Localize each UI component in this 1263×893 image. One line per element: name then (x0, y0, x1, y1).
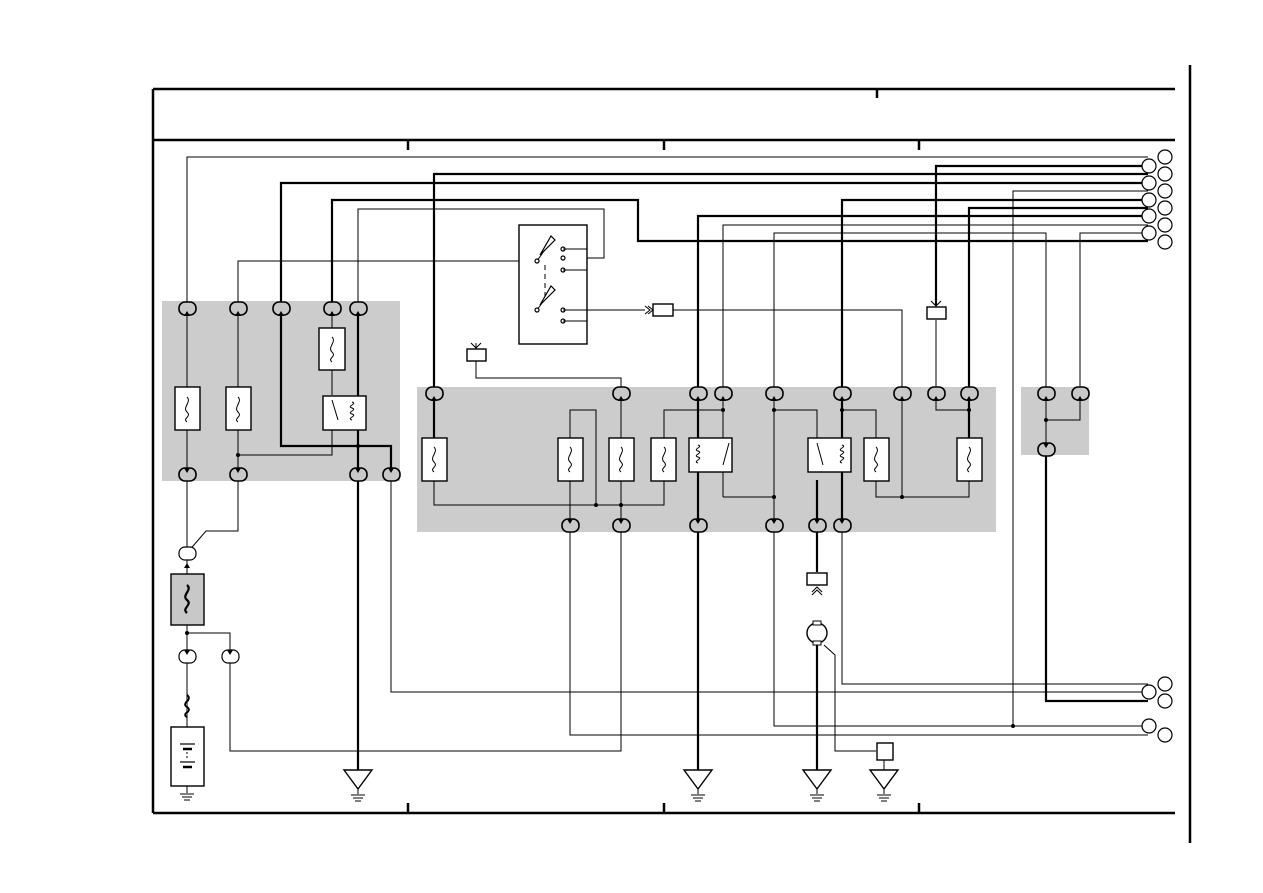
fuses (170, 327, 983, 718)
ground-icon (180, 786, 194, 801)
terminal-circle-icon (1157, 149, 1173, 165)
terminal-circle-icon (1141, 192, 1157, 208)
terminal-circle-icon (1141, 718, 1157, 734)
fuse-icon (174, 386, 201, 431)
motor-icon (806, 620, 828, 646)
switch-icon (518, 224, 645, 345)
terminal-circle-icon (1141, 158, 1157, 174)
fuse-icon (557, 437, 584, 482)
grounds (180, 769, 900, 802)
fusible-link-icon (170, 573, 205, 626)
connector-pin (652, 303, 674, 317)
connector-pin (466, 348, 487, 362)
ground-icon (868, 769, 900, 802)
terminal-circle-icon (1141, 175, 1157, 191)
terminal-circle-icon (1141, 208, 1157, 224)
fuse-icon (421, 437, 448, 482)
ground-icon (342, 769, 374, 802)
connector-pin (876, 742, 894, 761)
connector-pin (806, 572, 828, 586)
fusible-link-icon (184, 694, 190, 718)
terminal-circle-icon (1157, 727, 1173, 743)
terminal-circle-icon (1157, 693, 1173, 709)
terminal-circle-icon (1141, 225, 1157, 241)
relays (322, 395, 852, 473)
connector-pin (926, 306, 947, 320)
diagram-frame (151, 65, 1192, 843)
relay-icon (807, 437, 852, 473)
battery-icon (170, 726, 205, 787)
fuse-icon (956, 437, 983, 482)
terminals (1141, 149, 1173, 743)
terminal-circle-icon (1141, 684, 1157, 700)
terminal-circle-icon (1157, 234, 1173, 250)
wire-junctions (185, 408, 1048, 728)
ground-icon (682, 769, 714, 802)
ground-icon (801, 769, 833, 802)
terminal-circle-icon (1157, 200, 1173, 216)
fuse-icon (318, 327, 346, 371)
terminal-circle-icon (1157, 183, 1173, 199)
inline-connectors (466, 300, 947, 761)
relay-icon (322, 395, 367, 431)
fuse-icon (225, 386, 252, 431)
terminal-circle-icon (1157, 166, 1173, 182)
relay-icon (688, 437, 733, 473)
terminal-circle-icon (1157, 676, 1173, 692)
fuse-icon (650, 437, 677, 482)
fuse-icon (608, 437, 635, 482)
fuse-icon (863, 437, 890, 482)
terminal-circle-icon (1157, 217, 1173, 233)
connector-pin (178, 546, 197, 561)
pin-markers (184, 311, 1083, 655)
